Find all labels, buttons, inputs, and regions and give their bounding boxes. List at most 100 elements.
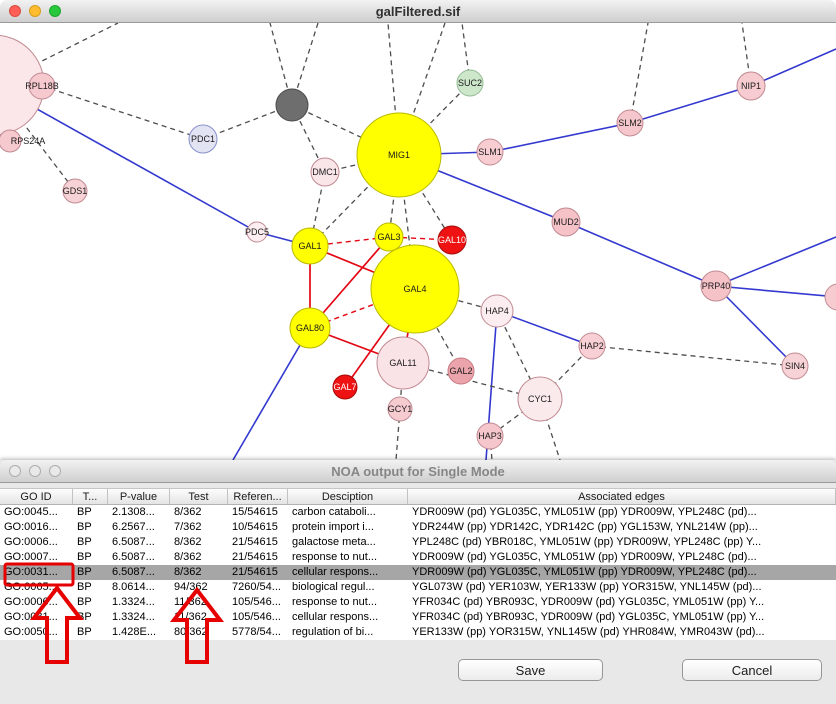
graph-node-dmc1[interactable] bbox=[310, 157, 340, 187]
graph-edge[interactable] bbox=[41, 85, 204, 140]
graph-node-pdc5[interactable] bbox=[246, 221, 268, 243]
graph-edge[interactable] bbox=[232, 327, 311, 460]
cell-go-id: GO:0006... bbox=[4, 596, 58, 608]
graph-node-hap4[interactable] bbox=[480, 294, 514, 328]
graph-edge[interactable] bbox=[565, 221, 717, 287]
save-button[interactable]: Save bbox=[458, 659, 603, 681]
graph-node-gal2[interactable] bbox=[447, 357, 475, 385]
traffic-lights-inactive bbox=[9, 460, 61, 482]
graph-node-hap2[interactable] bbox=[578, 332, 606, 360]
cell-go-id: GO:0031... bbox=[4, 611, 58, 623]
minimize-button[interactable] bbox=[29, 5, 41, 17]
cell-go-id: GO:0031... bbox=[4, 566, 58, 578]
graph-edge[interactable] bbox=[291, 104, 400, 156]
graph-node-label: GAL11 bbox=[389, 358, 416, 368]
graph-edge[interactable] bbox=[715, 285, 796, 367]
graph-node-hap3[interactable] bbox=[476, 422, 504, 450]
graph-node-cyc1[interactable] bbox=[517, 376, 563, 422]
zoom-button[interactable] bbox=[49, 5, 61, 17]
graph-node-gray[interactable] bbox=[275, 88, 309, 122]
graph-node-gal1[interactable] bbox=[291, 227, 329, 265]
graph-edge[interactable] bbox=[398, 154, 453, 241]
cell-p-value: 6.5087... bbox=[112, 551, 155, 563]
cell-test: 8/362 bbox=[174, 566, 202, 578]
graph-node-label: GAL10 bbox=[438, 235, 466, 245]
cell-type: BP bbox=[77, 566, 92, 578]
close-button[interactable] bbox=[9, 465, 21, 477]
graph-edge[interactable] bbox=[629, 23, 649, 124]
zoom-button[interactable] bbox=[49, 465, 61, 477]
graph-node-gal7[interactable] bbox=[332, 374, 358, 400]
cell-description: galactose meta... bbox=[292, 536, 376, 548]
graph-edge[interactable] bbox=[629, 85, 752, 124]
cell-description: response to nut... bbox=[292, 596, 377, 608]
cell-test: 8/362 bbox=[174, 551, 202, 563]
graph-node-pdc1[interactable] bbox=[188, 124, 218, 154]
graph-node-gal4[interactable] bbox=[370, 244, 460, 334]
graph-node-gal80[interactable] bbox=[289, 307, 331, 349]
graph-edge[interactable] bbox=[398, 82, 471, 156]
graph-edge[interactable] bbox=[402, 362, 541, 400]
cell-reference: 7260/54... bbox=[232, 581, 281, 593]
cell-associated-edges: YFR034C (pd) YBR093C, YDR009W (pd) YGL03… bbox=[412, 596, 765, 608]
graph-node-gds1[interactable] bbox=[62, 178, 88, 204]
graph-node-gcy1[interactable] bbox=[387, 396, 413, 422]
graph-node-nip1[interactable] bbox=[736, 71, 766, 101]
graph-node-rpl18b[interactable] bbox=[28, 72, 56, 100]
column-header-p-value[interactable]: P-value bbox=[108, 489, 170, 504]
column-header-type[interactable]: T... bbox=[73, 489, 108, 504]
graph-node-slm2[interactable] bbox=[616, 109, 644, 137]
cell-p-value: 2.1308... bbox=[112, 506, 155, 518]
graph-edge[interactable] bbox=[750, 48, 836, 87]
graph-node-mig1[interactable] bbox=[356, 112, 442, 198]
column-header-description[interactable]: Desciption bbox=[288, 489, 408, 504]
graph-node-mud2[interactable] bbox=[551, 207, 581, 237]
cell-associated-edges: YPL248C (pd) YBR018C, YML051W (pp) YDR00… bbox=[412, 536, 762, 548]
graph-node-slm1[interactable] bbox=[476, 138, 504, 166]
graph-node-suc2[interactable] bbox=[456, 69, 484, 97]
graph-node-gal10[interactable] bbox=[437, 225, 467, 255]
graph-edge[interactable] bbox=[496, 310, 593, 347]
graph-node-sin4[interactable] bbox=[781, 352, 809, 380]
cell-go-id: GO:0007... bbox=[4, 551, 58, 563]
graph-edge[interactable] bbox=[202, 104, 293, 140]
graph-edge[interactable] bbox=[414, 288, 462, 372]
cell-reference: 5778/54... bbox=[232, 626, 281, 638]
graph-node-rps24a[interactable] bbox=[0, 129, 22, 153]
column-header-associated-edges[interactable]: Associated edges bbox=[408, 489, 836, 504]
graph-edge[interactable] bbox=[591, 345, 796, 367]
graph-node-prp40[interactable] bbox=[700, 270, 732, 302]
graph-edge[interactable] bbox=[489, 122, 631, 153]
graph-node-label: SIN4 bbox=[785, 361, 805, 371]
graph-node-label: HAP2 bbox=[580, 341, 604, 351]
close-button[interactable] bbox=[9, 5, 21, 17]
cell-reference: 105/546... bbox=[232, 611, 281, 623]
graph-node-edgen[interactable] bbox=[824, 283, 836, 311]
cell-p-value: 8.0614... bbox=[112, 581, 155, 593]
graph-edge[interactable] bbox=[715, 285, 836, 298]
graph-edge[interactable] bbox=[715, 236, 836, 287]
graph-node-gal11[interactable] bbox=[376, 336, 430, 390]
noa-window-titlebar[interactable]: NOA output for Single Mode bbox=[0, 460, 836, 483]
cell-test: 11/362 bbox=[174, 596, 207, 608]
column-header-test[interactable]: Test bbox=[170, 489, 228, 504]
column-header-go-id[interactable]: GO ID bbox=[0, 489, 73, 504]
cell-type: BP bbox=[77, 506, 92, 518]
graph-node-gal3[interactable] bbox=[374, 222, 404, 252]
cell-description: carbon cataboli... bbox=[292, 506, 376, 518]
cell-test: 11/362 bbox=[174, 611, 207, 623]
cancel-button[interactable]: Cancel bbox=[682, 659, 822, 681]
column-header-reference[interactable]: Referen... bbox=[228, 489, 288, 504]
network-window-titlebar[interactable]: galFiltered.sif bbox=[0, 0, 836, 23]
minimize-button[interactable] bbox=[29, 465, 41, 477]
